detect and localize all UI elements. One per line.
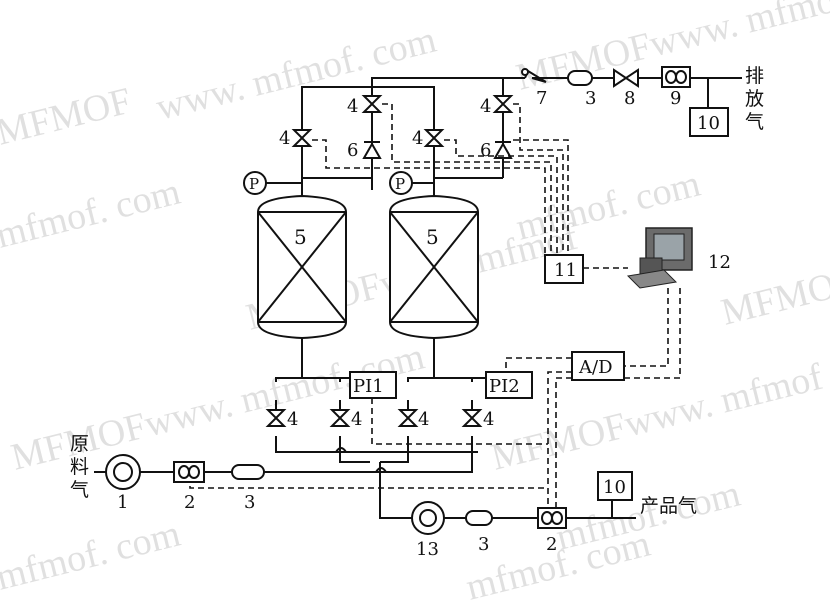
vacuum-pump-label: 13 — [416, 539, 439, 560]
flowmeter-label: 2 — [546, 534, 557, 555]
relief-valve-7: 7 — [521, 68, 547, 109]
pi2-label: PI2 — [489, 376, 520, 397]
flowmeter-2-left: 2 — [173, 461, 205, 513]
analyzer-label: 10 — [603, 477, 626, 498]
pressure-gauge-right: P — [389, 171, 413, 195]
vent-gas-char: 放 — [745, 88, 764, 110]
valve-label: 4 — [412, 128, 423, 149]
valve-label: 4 — [287, 409, 298, 430]
feed-gas-char: 料 — [70, 456, 89, 478]
feed-gas-char: 气 — [70, 479, 89, 501]
adsorber-bed-left: 5 — [257, 194, 347, 340]
vent-gas-char: 排 — [745, 65, 764, 87]
analyzer-top: 10 — [689, 107, 729, 137]
check-valve-label: 6 — [347, 140, 358, 161]
controller-label: 11 — [554, 260, 577, 281]
analyzer-label: 10 — [697, 113, 720, 134]
valve-label: 4 — [279, 128, 290, 149]
feed-gas-char: 原 — [70, 433, 89, 455]
watermark-text: mfmof. com — [0, 513, 184, 599]
pressure-indicator-2: PI2 — [485, 371, 533, 399]
valve-label: 4 — [351, 409, 362, 430]
adsorber-label: 5 — [294, 225, 307, 249]
filter-label: 3 — [244, 492, 255, 513]
controller-11: 11 — [544, 254, 584, 284]
pi1-label: PI1 — [353, 376, 384, 397]
relief-valve-label: 7 — [536, 88, 547, 109]
valve-label: 4 — [418, 409, 429, 430]
valve-top-left: 4 — [279, 128, 313, 149]
valve-top-center: 4 — [347, 95, 383, 117]
compressor-1: 1 — [105, 454, 141, 513]
valve-label: 4 — [483, 409, 494, 430]
check-valve-left: 6 — [347, 140, 382, 161]
computer-12: 12 — [626, 227, 731, 289]
filter-3-bottom: 3 — [465, 510, 493, 555]
analyzer-bottom: 10 — [597, 471, 633, 501]
filter-label: 3 — [585, 88, 596, 109]
pressure-indicator-1: PI1 — [349, 371, 397, 399]
watermark-text: www. mfmof. com — [152, 19, 440, 129]
watermark-text: MFMOFwww. mfmof — [487, 356, 827, 479]
ad-converter: A/D — [571, 351, 625, 381]
ad-label: A/D — [578, 357, 613, 378]
check-valve-label: 6 — [480, 140, 491, 161]
flowmeter-2-right: 2 — [537, 507, 567, 555]
feed-gas-label: 原 料 气 — [70, 433, 89, 501]
mfc-label: 9 — [670, 88, 681, 109]
watermark-text: MFMOF — [717, 260, 830, 334]
computer-label: 12 — [708, 252, 731, 273]
check-valve-right: 6 — [480, 140, 513, 161]
pressure-gauge-left: P — [243, 171, 267, 195]
signal-lines — [189, 103, 681, 508]
valve-bottom-4: 4 — [461, 409, 494, 430]
needle-valve-label: 8 — [624, 88, 635, 109]
valve-label: 4 — [347, 96, 358, 117]
vent-gas-char: 气 — [745, 111, 764, 133]
filter-top: 3 — [567, 70, 596, 109]
watermark-text: MFMOF — [0, 80, 135, 154]
valve-bottom-2: 4 — [329, 409, 362, 430]
adsorber-label: 5 — [426, 225, 439, 249]
pressure-gauge-label: P — [395, 175, 405, 193]
compressor-label: 1 — [117, 492, 128, 513]
filter-3-left: 3 — [231, 464, 265, 513]
valve-label: 4 — [480, 96, 491, 117]
valve-top-far-right: 4 — [480, 95, 514, 117]
flowmeter-label: 2 — [184, 492, 195, 513]
vent-gas-label: 排 放 气 — [745, 65, 764, 133]
valve-top-right-bed: 4 — [412, 128, 445, 149]
mass-flow-controller-9: 9 — [661, 66, 691, 109]
valve-bottom-1: 4 — [265, 409, 298, 430]
vacuum-pump-13: 13 — [411, 501, 445, 560]
watermark-text: mfmof. com — [0, 171, 184, 257]
filter-label: 3 — [478, 534, 489, 555]
product-gas-text: 产品气 — [640, 495, 697, 517]
valve-bottom-3: 4 — [397, 409, 429, 430]
pressure-gauge-label: P — [249, 175, 259, 193]
needle-valve-8: 8 — [613, 68, 639, 109]
product-gas-label: 产品气 — [640, 495, 697, 517]
adsorber-bed-right: 5 — [389, 194, 479, 340]
